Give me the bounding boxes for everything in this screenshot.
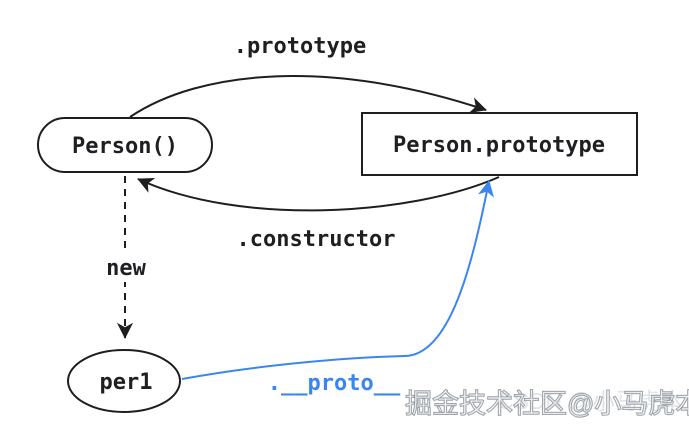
- per1-node-shape: [67, 349, 181, 413]
- prototype-edge: [129, 75, 487, 118]
- prototype-edge-label: .prototype: [234, 34, 366, 59]
- node-per1: per1: [67, 349, 181, 413]
- new-label-background: [102, 250, 150, 282]
- person-prototype-node-label: Person.prototype: [393, 133, 605, 158]
- watermark: 掘金技术社区@小马虎本人: [405, 389, 689, 419]
- constructor-edge-label: .constructor: [237, 227, 396, 252]
- person-node-shape: [37, 117, 213, 173]
- constructor-edge: [137, 176, 500, 212]
- new-edge-label: new: [106, 256, 146, 281]
- watermark-faint: CSDN @小马虎本人: [497, 388, 689, 414]
- person-prototype-node-shape: [361, 112, 638, 176]
- node-person: Person(): [37, 117, 213, 173]
- node-person-prototype: Person.prototype: [361, 112, 638, 176]
- per1-node-label: per1: [100, 370, 153, 395]
- person-node-label: Person(): [72, 134, 178, 159]
- proto-edge-label: .__proto__: [268, 371, 401, 396]
- proto-edge: [181, 180, 494, 380]
